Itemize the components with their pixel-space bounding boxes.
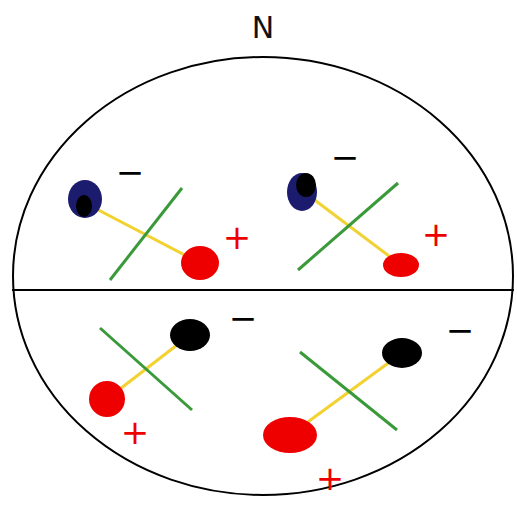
charge-sign: +: [223, 220, 252, 254]
charge-sign: −: [229, 301, 258, 335]
divider-line: [12, 289, 514, 291]
charge-sign: +: [422, 217, 451, 251]
charge-sign: +: [121, 415, 150, 449]
dipole: [89, 319, 210, 417]
charge-sign: −: [331, 140, 360, 174]
charge-sign: −: [446, 313, 475, 347]
region-ellipse: N: [12, 8, 514, 500]
charge-sign: −: [116, 155, 145, 189]
dipole: [263, 338, 422, 453]
region-outline: [12, 8, 514, 500]
region-label: N: [12, 8, 514, 48]
dipole: [287, 173, 419, 277]
region-ellipse-outline: [13, 57, 513, 495]
charge-sign: +: [316, 461, 345, 495]
dipole: [68, 180, 219, 280]
